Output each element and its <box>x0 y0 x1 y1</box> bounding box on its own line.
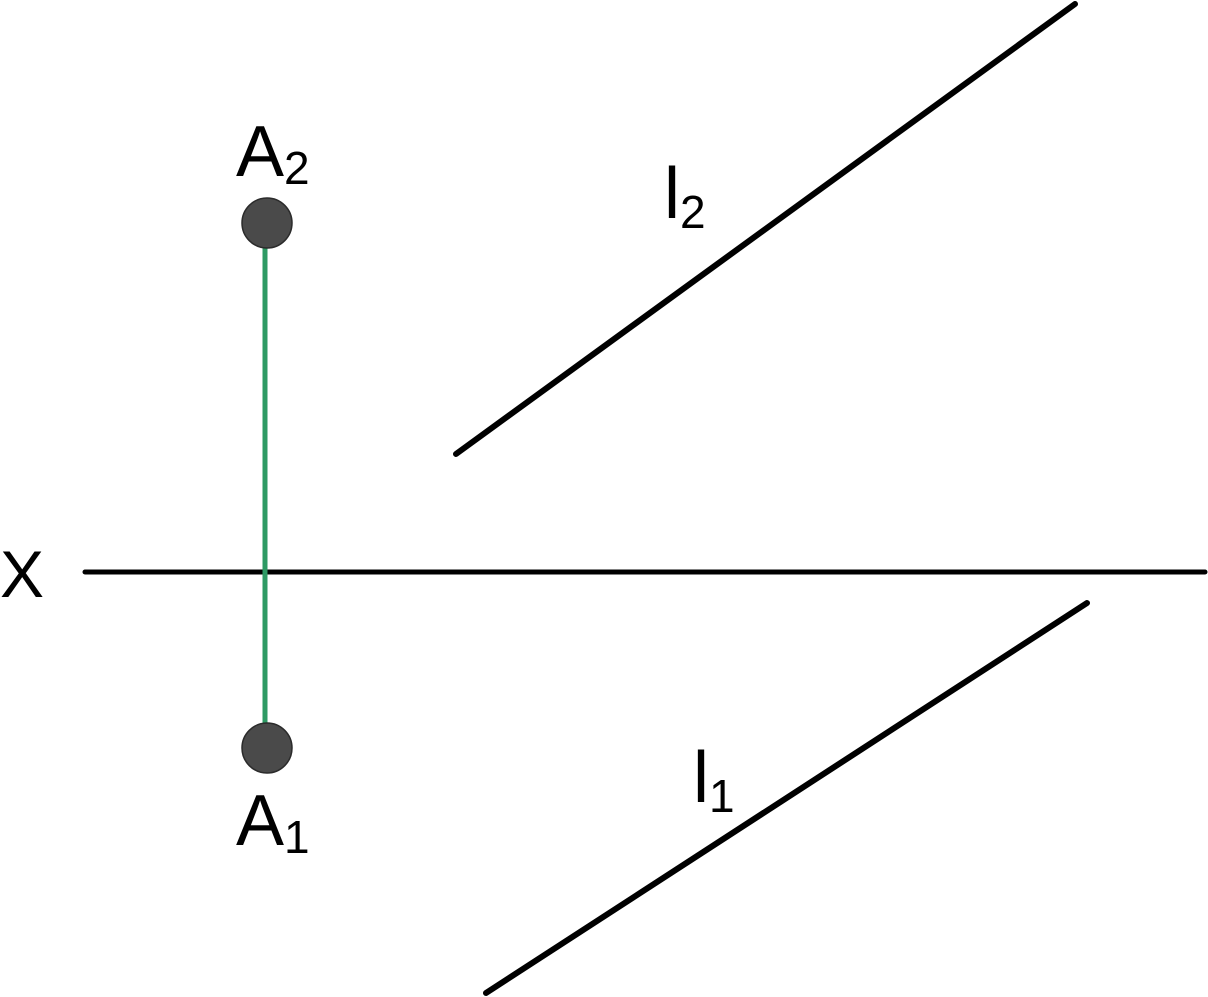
line-l2-label: l2 <box>664 154 706 238</box>
line-l2-letter: l <box>664 154 680 234</box>
point-a2 <box>241 197 293 249</box>
point-a1 <box>241 722 293 774</box>
line-l1-index: 1 <box>709 770 735 822</box>
point-a1-label: A1 <box>236 781 310 863</box>
point-a2-label: A2 <box>236 112 310 194</box>
point-a1-index: 1 <box>284 811 310 863</box>
x-axis-label: X <box>0 537 44 611</box>
line-l2 <box>453 1 1078 457</box>
line-l1 <box>483 600 1090 996</box>
line-l1-label: l1 <box>693 738 735 822</box>
line-l2-index: 2 <box>680 186 706 238</box>
point-a1-letter: A <box>236 781 284 861</box>
point-a2-index: 2 <box>284 142 310 194</box>
line-l1-letter: l <box>693 738 709 818</box>
point-a2-letter: A <box>236 112 284 192</box>
